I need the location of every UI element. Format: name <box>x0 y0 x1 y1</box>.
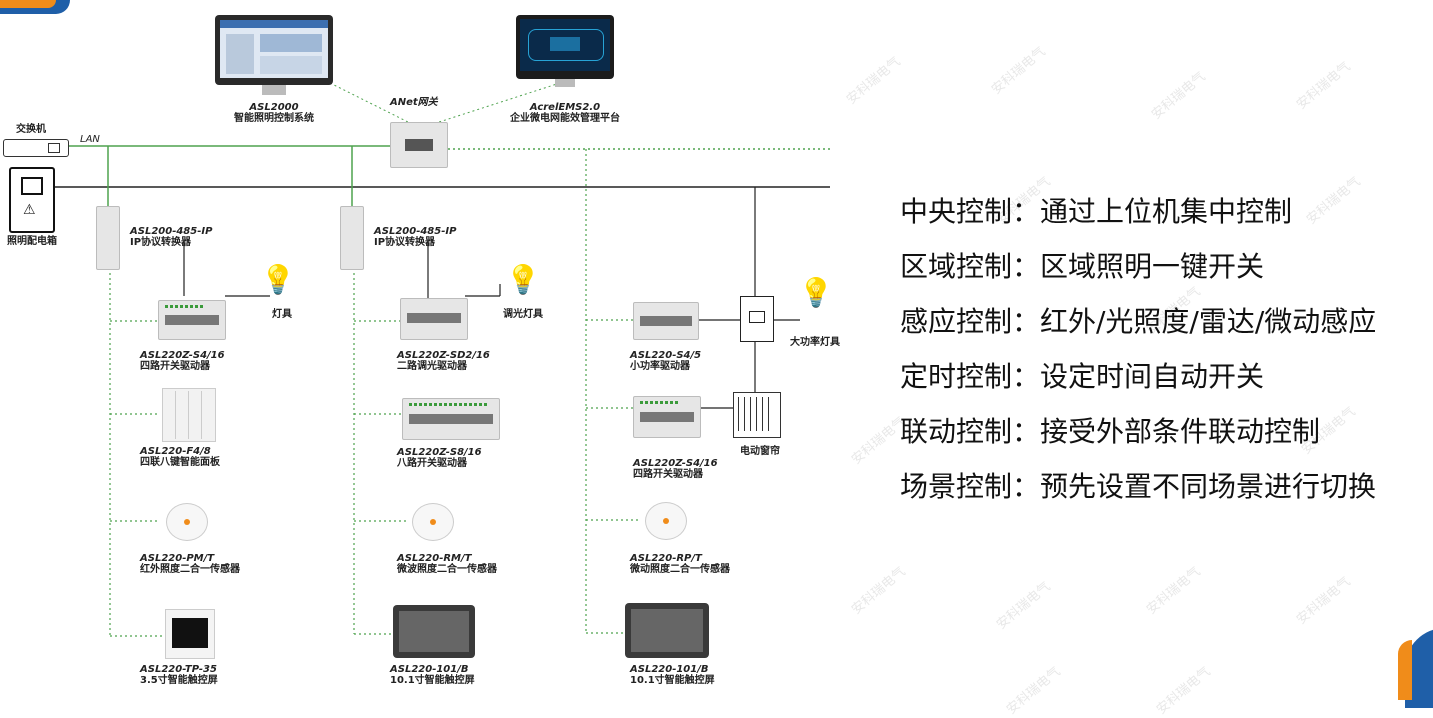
col2-driver8-device <box>402 398 500 440</box>
col3-device1-label: ASL220-S4/5 小功率驱动器 <box>630 350 701 372</box>
col1-device3-model: ASL220-PM/T <box>140 553 215 564</box>
feature-linkage-control: 联动控制：接受外部条件联动控制 <box>900 415 1321 448</box>
workstation-label: ASL2000 智能照明控制系统 <box>215 102 333 124</box>
col3-device4-model: ASL220-101/B <box>630 664 709 675</box>
col2-lamp-icon: 💡 <box>505 263 541 296</box>
col3-device1-desc: 小功率驱动器 <box>630 361 690 372</box>
col1-device2-label: ASL220-F4/8 四联八键智能面板 <box>140 446 220 468</box>
workstation-desc: 智能照明控制系统 <box>234 113 314 124</box>
col2-dimmer-device <box>400 298 468 340</box>
col2-device4-desc: 10.1寸智能触控屏 <box>390 675 475 686</box>
col2-converter-model: ASL200-485-IP <box>374 226 457 237</box>
wiring-layer <box>42 82 830 637</box>
col2-device4-model: ASL220-101/B <box>390 664 469 675</box>
col3-device4-label: ASL220-101/B 10.1寸智能触控屏 <box>630 664 715 686</box>
col2-converter-desc: IP协议转换器 <box>374 237 436 248</box>
switch-device <box>3 139 69 157</box>
col3-touchscreen-device <box>625 603 709 658</box>
col1-driver-device <box>158 300 226 340</box>
col3-curtain-label: 电动窗帘 <box>740 446 780 457</box>
platform-label: AcrelEMS2.0 企业微电网能效管理平台 <box>480 102 650 124</box>
col3-device2-label: ASL220Z-S4/16 四路开关驱动器 <box>633 458 718 480</box>
col2-device3-desc: 微波照度二合一传感器 <box>397 564 497 575</box>
workstation-stand <box>262 85 286 95</box>
col1-lamp-icon: 💡 <box>260 263 296 296</box>
col3-device3-label: ASL220-RP/T 微动照度二合一传感器 <box>630 553 730 575</box>
col2-device2-desc: 八路开关驱动器 <box>397 458 467 469</box>
col3-device3-model: ASL220-RP/T <box>630 553 702 564</box>
col1-device4-desc: 3.5寸智能触控屏 <box>140 675 218 686</box>
col1-device1-model: ASL220Z-S4/16 <box>140 350 225 361</box>
col2-device3-label: ASL220-RM/T 微波照度二合一传感器 <box>397 553 497 575</box>
cabinet-label: 照明配电箱 <box>7 236 57 247</box>
col1-sensor-device <box>166 503 208 541</box>
workstation-monitor <box>215 15 333 85</box>
col2-converter-label: ASL200-485-IP IP协议转换器 <box>374 226 456 248</box>
col2-device1-model: ASL220Z-SD2/16 <box>397 350 490 361</box>
col2-lamp-label: 调光灯具 <box>503 309 543 320</box>
platform-monitor <box>516 15 614 79</box>
corner-decoration-top-left-accent <box>0 0 56 8</box>
col1-lamp-label: 灯具 <box>272 309 292 320</box>
col1-touchscreen-device <box>165 609 215 659</box>
col2-converter-device <box>340 206 364 270</box>
col3-contactor-device <box>740 296 774 342</box>
col1-device2-model: ASL220-F4/8 <box>140 446 211 457</box>
col1-device1-label: ASL220Z-S4/16 四路开关驱动器 <box>140 350 225 372</box>
gateway-device <box>390 122 448 168</box>
col1-converter-model: ASL200-485-IP <box>130 226 213 237</box>
col3-device4-desc: 10.1寸智能触控屏 <box>630 675 715 686</box>
col3-device3-desc: 微动照度二合一传感器 <box>630 564 730 575</box>
col3-device1-model: ASL220-S4/5 <box>630 350 702 361</box>
col1-device4-model: ASL220-TP-35 <box>140 664 217 675</box>
col3-curtain-device <box>733 392 781 438</box>
lan-label: LAN <box>80 134 100 145</box>
corner-decoration-bottom-right-accent <box>1398 640 1412 700</box>
feature-scene-control: 场景控制：预先设置不同场景进行切换 <box>900 470 1377 503</box>
col3-small-driver-device <box>633 302 699 340</box>
col2-device2-model: ASL220Z-S8/16 <box>397 447 482 458</box>
col1-device3-label: ASL220-PM/T 红外照度二合一传感器 <box>140 553 240 575</box>
feature-zone-control: 区域控制：区域照明一键开关 <box>900 250 1265 283</box>
col3-driver-device <box>633 396 701 438</box>
col3-lamp-icon: 💡 <box>798 276 834 309</box>
col1-converter-desc: IP协议转换器 <box>130 237 192 248</box>
feature-sensor-control: 感应控制：红外/光照度/雷达/微动感应 <box>900 305 1377 338</box>
workstation-model: ASL2000 <box>249 102 299 113</box>
col3-sensor-device <box>645 502 687 540</box>
col2-touchscreen-device <box>393 605 475 658</box>
col1-converter-device <box>96 206 120 270</box>
col2-device3-model: ASL220-RM/T <box>397 553 472 564</box>
col2-device4-label: ASL220-101/B 10.1寸智能触控屏 <box>390 664 475 686</box>
feature-timer-control: 定时控制：设定时间自动开关 <box>900 360 1265 393</box>
col3-device2-model: ASL220Z-S4/16 <box>633 458 718 469</box>
col2-device1-desc: 二路调光驱动器 <box>397 361 467 372</box>
col1-device4-label: ASL220-TP-35 3.5寸智能触控屏 <box>140 664 218 686</box>
platform-stand <box>555 79 575 87</box>
col1-device2-desc: 四联八键智能面板 <box>140 457 220 468</box>
col1-device3-desc: 红外照度二合一传感器 <box>140 564 240 575</box>
col2-device2-label: ASL220Z-S8/16 八路开关驱动器 <box>397 447 482 469</box>
col2-sensor-device <box>412 503 454 541</box>
col1-panel-device <box>162 388 216 442</box>
gateway-label: ANet网关 <box>390 97 438 108</box>
col2-device1-label: ASL220Z-SD2/16 二路调光驱动器 <box>397 350 490 372</box>
col3-device2-desc: 四路开关驱动器 <box>633 469 703 480</box>
lighting-cabinet: ⚠ <box>9 167 55 233</box>
col1-device1-desc: 四路开关驱动器 <box>140 361 210 372</box>
col3-lamp-label: 大功率灯具 <box>790 337 840 348</box>
feature-central-control: 中央控制：通过上位机集中控制 <box>900 195 1293 228</box>
platform-model: AcrelEMS2.0 <box>529 102 601 113</box>
platform-desc: 企业微电网能效管理平台 <box>510 113 620 124</box>
col1-converter-label: ASL200-485-IP IP协议转换器 <box>130 226 212 248</box>
switch-label: 交换机 <box>16 124 46 135</box>
